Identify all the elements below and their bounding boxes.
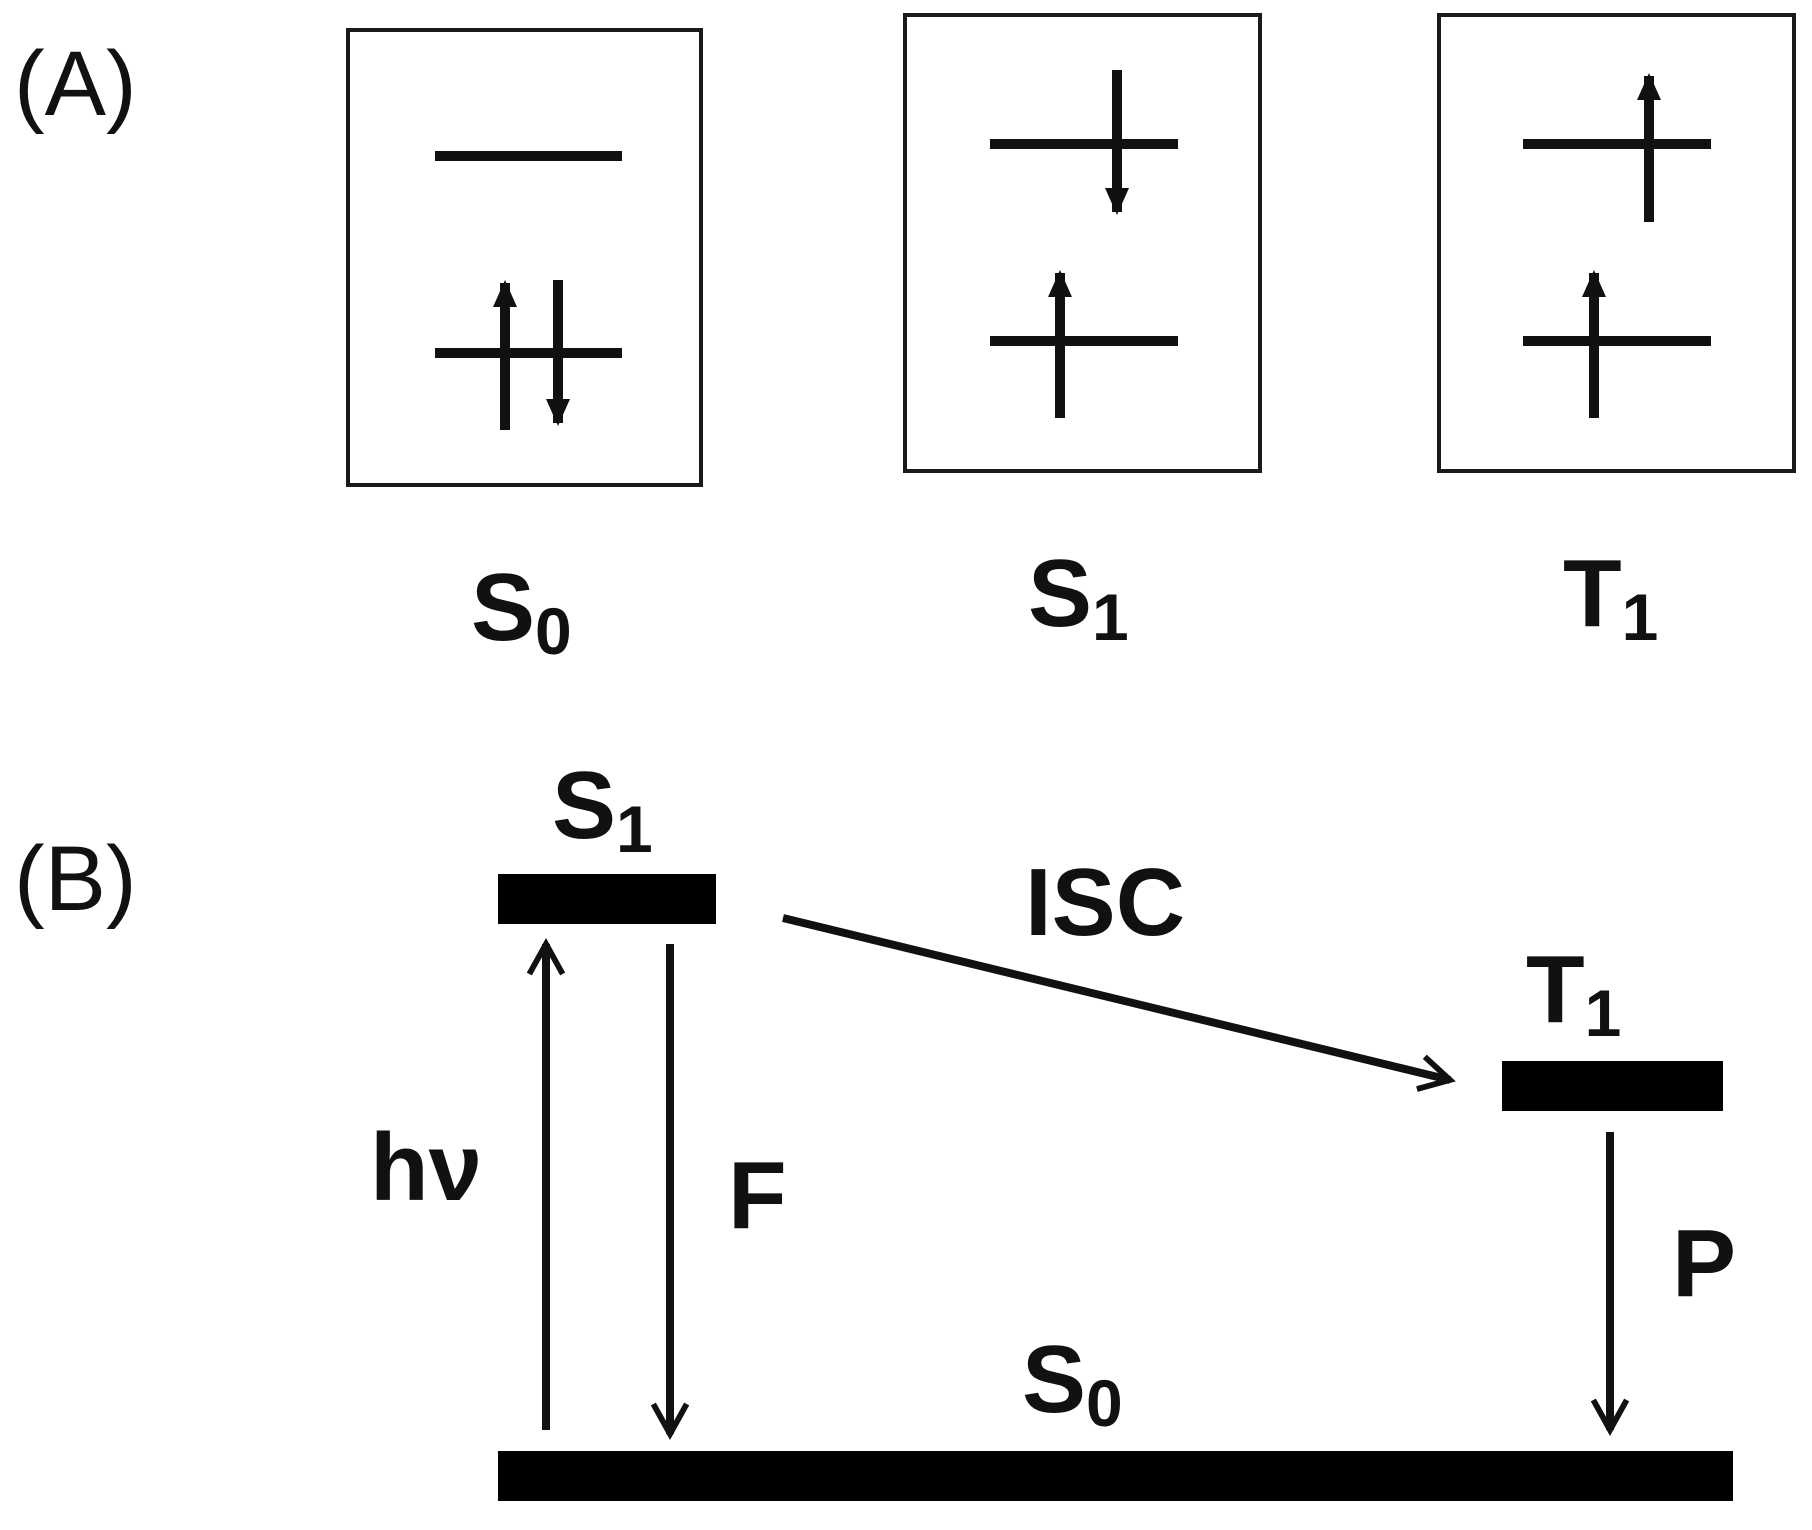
isc-label: ISC xyxy=(1025,849,1185,956)
t1-state-label: T1 xyxy=(1563,540,1658,654)
s1-state-label: S1 xyxy=(1028,540,1129,654)
t1-configuration xyxy=(1437,13,1796,473)
panel-a-label: (A) xyxy=(14,33,137,135)
panel-b-label: (B) xyxy=(14,828,137,930)
isc-arrow xyxy=(782,914,1456,1092)
s1-box xyxy=(903,13,1262,473)
t1-box xyxy=(1437,13,1796,473)
s0-box xyxy=(346,28,703,487)
s1-level-label: S1 xyxy=(552,752,653,866)
phosphorescence-label: P xyxy=(1672,1210,1736,1317)
s0-state-label: S0 xyxy=(471,554,572,668)
s0-energy-level xyxy=(498,1451,1733,1501)
excitation-label: hν xyxy=(370,1114,482,1221)
s0-configuration xyxy=(346,28,703,487)
fluorescence-label: F xyxy=(728,1142,787,1249)
s0-level-label: S0 xyxy=(1022,1326,1123,1440)
s1-energy-level xyxy=(498,874,716,924)
s1-configuration xyxy=(903,13,1262,473)
t1-level-label: T1 xyxy=(1526,936,1621,1050)
t1-energy-level xyxy=(1502,1061,1723,1111)
